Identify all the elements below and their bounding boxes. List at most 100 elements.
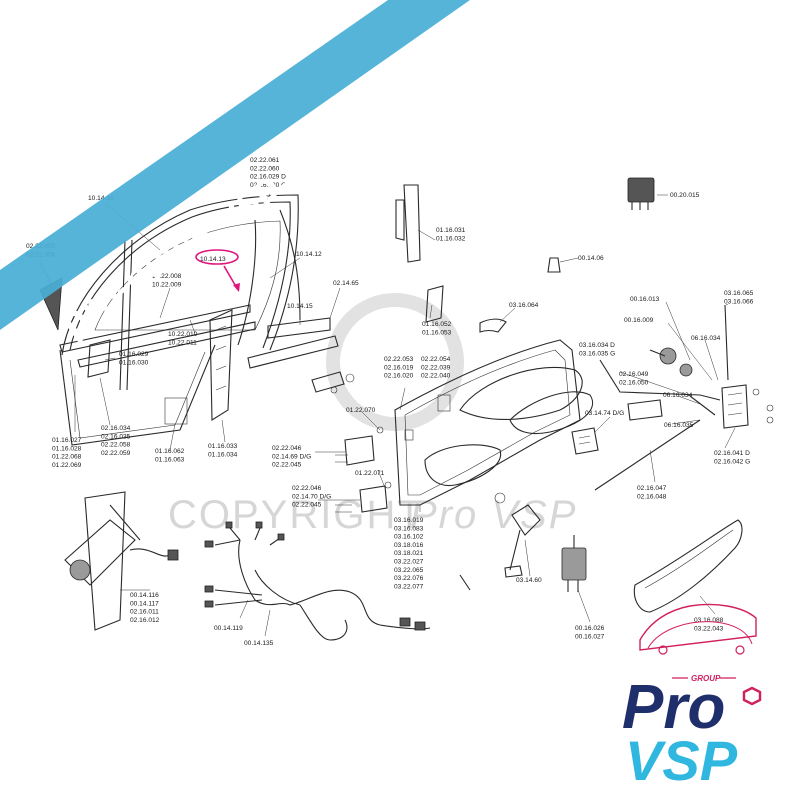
part-label-l18: 06.16.034	[691, 335, 721, 342]
part-label-l07: 10.14.12	[296, 251, 322, 258]
door-glass-assembly	[39, 194, 339, 446]
part-number: 02.16.042 G	[714, 458, 750, 465]
part-label-l17: 00.16.009	[624, 317, 654, 324]
part-number: 03.16.034 D	[579, 342, 615, 349]
part-number: 10.14.13	[200, 256, 226, 263]
part-number: 02.16.047	[637, 485, 667, 492]
part-number: 00.14.117	[130, 600, 159, 607]
part-number: 00.16.027	[575, 633, 605, 640]
leader-lines	[39, 193, 736, 637]
part-number: 01.22.070	[346, 407, 376, 414]
logo-group-bg	[688, 673, 720, 683]
part-number: 00.14.119	[214, 625, 243, 632]
part-number: 02.16.049	[619, 371, 649, 378]
part-number: 02.16.030 G	[250, 182, 286, 189]
part-number: 03.22.027	[394, 559, 424, 566]
part-number: 01.16.029	[119, 351, 149, 358]
wiring-harness	[204, 521, 471, 641]
provsp-logo: GROUP Pro VSP	[622, 603, 762, 792]
part-number: 00.16.009	[624, 317, 654, 324]
part-number: 02.22.045	[292, 502, 322, 509]
part-number: 03.22.065	[394, 567, 424, 574]
part-number: 03.22.077	[394, 583, 424, 590]
part-number: 02.16.035	[101, 433, 131, 440]
lock-mechanism	[571, 177, 774, 491]
part-number: 03.22.043	[694, 625, 724, 632]
part-number: 02.14.65	[333, 280, 359, 287]
door-trim-panel	[394, 339, 593, 506]
copyright-watermark-brand: Pro VSP	[410, 493, 577, 537]
part-number: 02.16.034	[101, 425, 131, 432]
hinges-and-brackets	[311, 184, 561, 513]
part-label-l04: 10.14.13	[200, 256, 226, 263]
part-number: 02.22.058	[101, 442, 131, 449]
part-number: 01.22.068	[52, 454, 82, 461]
highlight-10-14-13	[195, 249, 240, 292]
part-label-l41: 00.14.135	[244, 640, 274, 647]
part-label-l01: 10.14.16	[88, 195, 114, 202]
part-number: 01.16.034	[208, 451, 238, 458]
banner-stripe	[0, 0, 470, 330]
part-label-l40: 00.14.119	[214, 625, 243, 632]
part-label-l25: 01.22.070	[346, 407, 376, 414]
part-number: 03.14.74 D/G	[585, 410, 624, 417]
logo-car-outline-icon	[639, 603, 757, 651]
part-number: 01.16.062	[155, 448, 185, 455]
part-number: 06.16.034	[663, 392, 693, 399]
part-number: 02.16.029 D	[250, 174, 286, 181]
part-number: 10.22.011	[168, 339, 197, 346]
part-number: 03.16.065	[724, 290, 754, 297]
logo-group-text: GROUP	[691, 674, 721, 683]
part-number: 03.16.064	[509, 302, 539, 309]
part-number: 01.22.069	[52, 462, 82, 469]
part-label-l08: 10.14.15	[287, 303, 313, 310]
part-label-l13: 03.16.064	[509, 302, 539, 309]
part-number: 02.22.054	[421, 356, 451, 363]
part-number: 03.14.60	[516, 577, 542, 584]
part-number: 03.16.035 G	[579, 350, 615, 357]
part-label-l12: 00.14.06	[578, 255, 604, 262]
part-number: 00.14.116	[130, 592, 159, 599]
part-number: 03.16.019	[394, 517, 424, 524]
part-number: 02.22.046	[272, 445, 302, 452]
part-number: 02.22.040	[421, 373, 451, 380]
window-regulator	[64, 491, 179, 631]
part-number: 03.16.088	[694, 617, 724, 624]
part-number: 00.20.015	[670, 192, 700, 199]
part-number: 03.16.083	[394, 525, 424, 532]
logo-car-windshield-icon	[647, 621, 753, 649]
part-number: 10.14.15	[287, 303, 313, 310]
part-label-l09: 02.14.65	[333, 280, 359, 287]
part-number: 03.16.066	[724, 298, 754, 305]
part-number: 02.16.019	[384, 364, 414, 371]
part-number: 10.22.009	[152, 281, 182, 288]
logo-car-headlight-left-icon	[658, 645, 668, 655]
part-number: 01.16.032	[436, 235, 466, 242]
part-number: 02.16.050	[619, 379, 649, 386]
part-number: 01.16.063	[155, 456, 185, 463]
part-label-l11: 00.20.015	[670, 192, 700, 199]
part-number: 00.14.135	[244, 640, 274, 647]
